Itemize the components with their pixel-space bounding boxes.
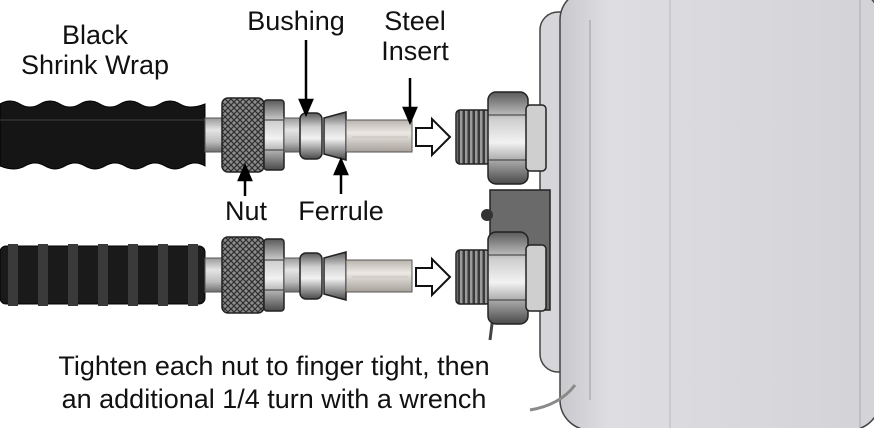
threaded-fitting-upper — [455, 109, 491, 165]
insert-direction-arrow-lower — [415, 256, 452, 298]
threaded-fitting-lower — [455, 249, 491, 305]
nut-upper — [221, 97, 285, 173]
ferrule-lower — [323, 251, 347, 301]
enclosure-box — [529, 0, 874, 428]
black-shrink-wrap-label-line1: Black — [61, 20, 129, 50]
lower-hose-assembly — [0, 231, 547, 325]
steel-insert-lower — [345, 259, 413, 293]
steel-insert-upper — [345, 119, 413, 153]
steel-insert-label-line1: Steel — [384, 6, 446, 36]
bushing-label: Bushing — [247, 6, 345, 36]
black-shrink-wrap-label: Black Shrink Wrap — [10, 20, 180, 80]
instruction-caption-line2: an additional 1/4 turn with a wrench — [61, 384, 487, 414]
black-shrink-wrap-upper — [0, 100, 206, 170]
steel-insert-label: Steel Insert — [360, 6, 470, 66]
bushing-upper — [299, 112, 323, 160]
nut-label: Nut — [224, 196, 268, 226]
bushing-lower — [299, 252, 323, 300]
steel-insert-label-line2: Insert — [381, 36, 449, 66]
upper-hose-assembly — [0, 91, 547, 185]
instruction-caption-line1: Tighten each nut to finger tight, then — [58, 351, 490, 381]
instruction-caption: Tighten each nut to finger tight, then a… — [4, 350, 544, 416]
ferrule-upper — [323, 111, 347, 161]
insert-direction-arrow-upper — [415, 116, 452, 158]
ferrule-label: Ferrule — [298, 196, 384, 226]
nut-lower — [221, 236, 285, 314]
black-shrink-wrap-label-line2: Shrink Wrap — [20, 50, 170, 80]
callout-arrows — [237, 40, 418, 196]
